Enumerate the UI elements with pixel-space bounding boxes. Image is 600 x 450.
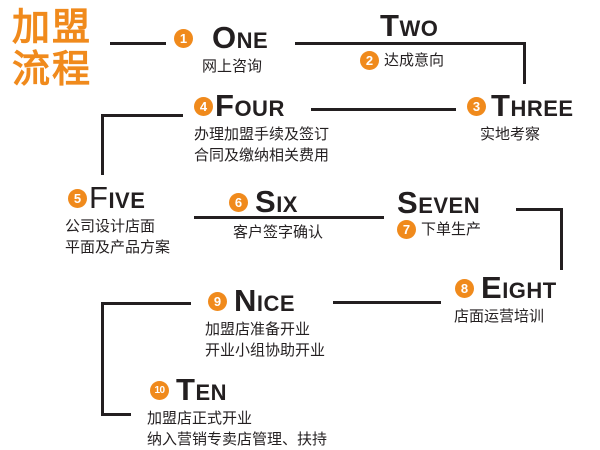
connector-seven-to-eight-vertical [560,208,563,270]
step-description-line-2: 合同及缴纳相关费用 [194,146,330,164]
connector-one-to-two [295,42,525,45]
title-line-1: 加盟 [12,5,93,49]
step-description-line-2: 平面及产品方案 [65,238,171,256]
diagram-title: 加盟 流程 [12,6,92,90]
step-description-line-2: 纳入营销专卖店管理、扶持 [147,430,328,448]
step-word: EIGHT [481,270,557,305]
step-2: 2 达成意向 [360,50,444,71]
step-number-badge: 3 [467,96,486,116]
step-description: 达成意向 [384,51,445,69]
connector-nine-to-ten-top [101,302,191,305]
step-2-word: TWO [380,8,439,43]
step-word: ONE [212,20,269,55]
connector-title-to-one [110,42,166,45]
title-line-2: 流程 [12,47,93,91]
step-number-badge: 10 [150,380,169,400]
step-description-line-1: 公司设计店面 [65,217,156,235]
step-5: 5 FIVE 公司设计店面 平面及产品方案 [65,180,171,258]
connector-nine-to-ten-bottom [101,413,131,416]
step-10: 10 TEN 加盟店正式开业 纳入营销专卖店管理、扶持 [147,372,328,450]
step-8: 8 EIGHT 店面运营培训 [454,270,557,327]
connector-two-to-three-vertical [523,42,526,84]
connector-three-to-four [311,108,456,111]
step-word: TEN [176,372,227,407]
step-word: THREE [491,88,574,123]
step-description-line-1: 加盟店正式开业 [147,409,253,427]
connector-four-to-five-vertical [101,114,104,175]
step-description-line-1: 加盟店准备开业 [205,320,311,338]
step-word: FOUR [215,88,285,123]
connector-four-to-five-horizontal [101,114,183,117]
step-number-badge: 5 [68,188,87,208]
step-9: 9 NICE 加盟店准备开业 开业小组协助开业 [205,283,326,361]
step-word: FIVE [89,180,146,215]
step-word: SEVEN [397,185,481,220]
step-4: 4 FOUR 办理加盟手续及签订 合同及缴纳相关费用 [194,88,329,166]
step-description: 网上咨询 [202,57,263,75]
step-description-line-1: 办理加盟手续及签订 [194,125,330,143]
step-6: 6 SIX 客户签字确认 [229,184,323,243]
step-description-line-2: 开业小组协助开业 [205,341,326,359]
step-3: 3 THREE 实地考察 [467,88,574,145]
step-number-badge: 8 [455,278,474,298]
step-word: SIX [255,184,298,219]
step-description: 店面运营培训 [454,307,545,325]
step-7: SEVEN 7 下单生产 [397,185,481,240]
step-number-badge: 7 [397,220,416,239]
step-number-badge: 9 [208,291,227,311]
connector-nine-to-ten-vertical [101,302,104,416]
step-number-badge: 4 [194,96,213,116]
step-1: 1 ONE 网上咨询 [174,20,268,77]
step-word: NICE [234,283,296,318]
step-number-badge: 1 [174,28,193,48]
step-description: 客户签字确认 [233,223,324,241]
connector-five-to-six [194,216,384,219]
step-number-badge: 2 [360,51,379,70]
connector-seven-to-eight-horizontal [516,208,563,211]
step-description: 实地考察 [480,125,541,143]
step-number-badge: 6 [229,192,248,212]
step-description: 下单生产 [421,220,482,238]
connector-eight-to-nine [333,301,441,304]
